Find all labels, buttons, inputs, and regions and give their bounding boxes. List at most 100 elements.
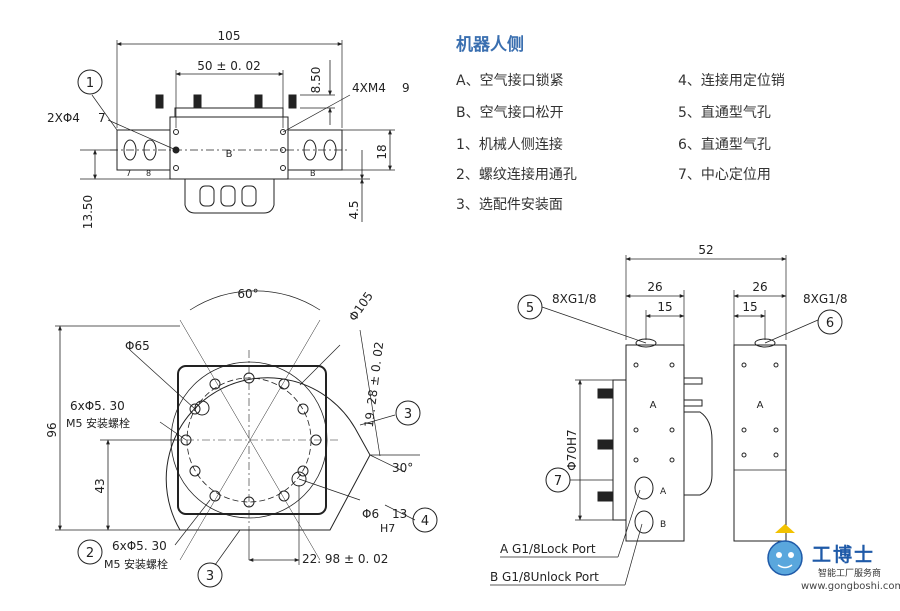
leader-callout-3b (214, 529, 241, 566)
label-15-left: 15 (657, 300, 672, 314)
pin-1 (155, 94, 164, 109)
callout-4-text: 4 (421, 514, 429, 529)
label-15-right: 15 (742, 300, 757, 314)
side-hole-9 (741, 427, 747, 433)
leader-callout-4 (384, 504, 416, 521)
piston-slot-1 (199, 185, 215, 207)
leader-callout-3a (359, 414, 396, 426)
side-port-a (634, 476, 654, 500)
bolt-hole-2 (297, 403, 309, 415)
top-body (169, 116, 289, 180)
mascot-head (767, 540, 803, 576)
label-lock-port: A G1/8Lock Port (500, 542, 596, 556)
leader-2x (107, 119, 177, 151)
top-view-labels: 105 50 ± 0. 02 8.50 4XM4 9 2XΦ4 7 18 13.… (47, 29, 410, 229)
label-phi6-depth: 13 (392, 507, 407, 521)
hole-4 (280, 129, 286, 135)
side-pin-3 (597, 491, 613, 502)
bolt-hole-8 (278, 378, 290, 390)
label-holes-bottom-note: M5 安装螺栓 (104, 557, 168, 571)
leader-phi65 (129, 349, 196, 410)
leader-holes-bottom (174, 499, 211, 546)
side-left-plate (612, 379, 627, 521)
leader-holes-left (159, 421, 187, 441)
pin-2 (193, 94, 202, 109)
side-port-b (634, 510, 654, 534)
side-view (490, 255, 843, 586)
side-hole-10 (773, 427, 779, 433)
legend-item-5: 5、直通型气孔 (678, 105, 771, 121)
hole-3 (173, 165, 179, 171)
label-port-left: 8XG1/8 (552, 292, 596, 306)
piston-slot-3 (241, 185, 257, 207)
label-52: 52 (698, 243, 713, 257)
label-port-a-letter: A (660, 487, 667, 497)
label-18: 18 (375, 144, 389, 159)
callout-6-text: 6 (826, 316, 834, 331)
side-hole-3 (633, 427, 639, 433)
label-850: 8.50 (309, 67, 323, 94)
legend-item-7: 7、中心定位用 (678, 167, 771, 183)
mascot-hat (775, 524, 795, 533)
leader-callout-1 (91, 94, 118, 131)
front-outline (165, 377, 371, 531)
side-hole-7 (741, 362, 747, 368)
label-50: 50 ± 0. 02 (197, 59, 261, 73)
legend-item-3: 3、选配件安装面 (456, 197, 563, 213)
callout-3a-text: 3 (404, 407, 412, 422)
side-hole-5 (633, 457, 639, 463)
hole-5 (280, 147, 286, 153)
side-hole-1 (633, 362, 639, 368)
callout-1-text: 1 (86, 76, 94, 91)
callout-circle-5 (517, 294, 543, 320)
label-phi70: Φ70H7 (565, 429, 579, 470)
side-nub-2 (683, 399, 703, 407)
bolt-hole-12 (278, 490, 290, 502)
angle-line-30 (369, 454, 406, 473)
label-30: 30° (392, 461, 413, 475)
label-port-b: B (226, 149, 233, 160)
bolt-hole-4 (243, 496, 255, 508)
diag-2 (179, 319, 321, 561)
brand-url: www.gongboshi.com (801, 581, 900, 592)
angle-arc-60 (189, 290, 321, 311)
leader-callout-5 (541, 306, 647, 344)
side-hole-6 (669, 457, 675, 463)
side-hole-11 (741, 452, 747, 458)
label-4xm4-depth: 9 (402, 81, 410, 95)
side-pin-2 (597, 439, 613, 450)
label-96: 96 (45, 422, 59, 437)
pin-4 (288, 94, 297, 109)
label-105: 105 (218, 29, 241, 43)
callout-3b-text: 3 (206, 569, 214, 584)
legend-item-2: 2、螺纹连接用通孔 (456, 167, 577, 183)
side-hole-4 (669, 427, 675, 433)
side-hole-2 (669, 362, 675, 368)
label-4xm4: 4XM4 (352, 81, 386, 95)
label-phi6: Φ6 (362, 507, 379, 521)
piston-slot-2 (220, 185, 236, 207)
mascot-eye-left (776, 552, 782, 558)
label-a-left: A (650, 400, 657, 411)
label-port-letter-b: B (310, 169, 316, 178)
legend-item-4: 4、连接用定位销 (678, 73, 785, 89)
label-26-right: 26 (752, 280, 767, 294)
front-view-labels: 60° Φ105 Φ65 96 43 6xΦ5. 30 M5 安装螺栓 6xΦ5… (45, 287, 429, 584)
callout-circle-2 (77, 539, 103, 565)
label-h7: H7 (380, 522, 395, 535)
front-view (55, 290, 438, 588)
callout-circle-7 (545, 467, 571, 493)
label-holes-bottom: 6xΦ5. 30 (112, 539, 167, 553)
label-holes-left-note: M5 安装螺栓 (66, 416, 130, 430)
label-2298: 22. 98 ± 0. 02 (302, 552, 388, 566)
label-26-left: 26 (647, 280, 662, 294)
label-phi105: Φ105 (346, 289, 376, 324)
brand-mascot (767, 524, 803, 576)
callout-circle-4 (412, 507, 438, 533)
bolt-hole-10 (310, 434, 322, 446)
pin-3 (254, 94, 263, 109)
mascot-eye-right (788, 552, 794, 558)
callout-2-text: 2 (86, 546, 94, 561)
legend-item-1: 1、机械人侧连接 (456, 137, 563, 153)
